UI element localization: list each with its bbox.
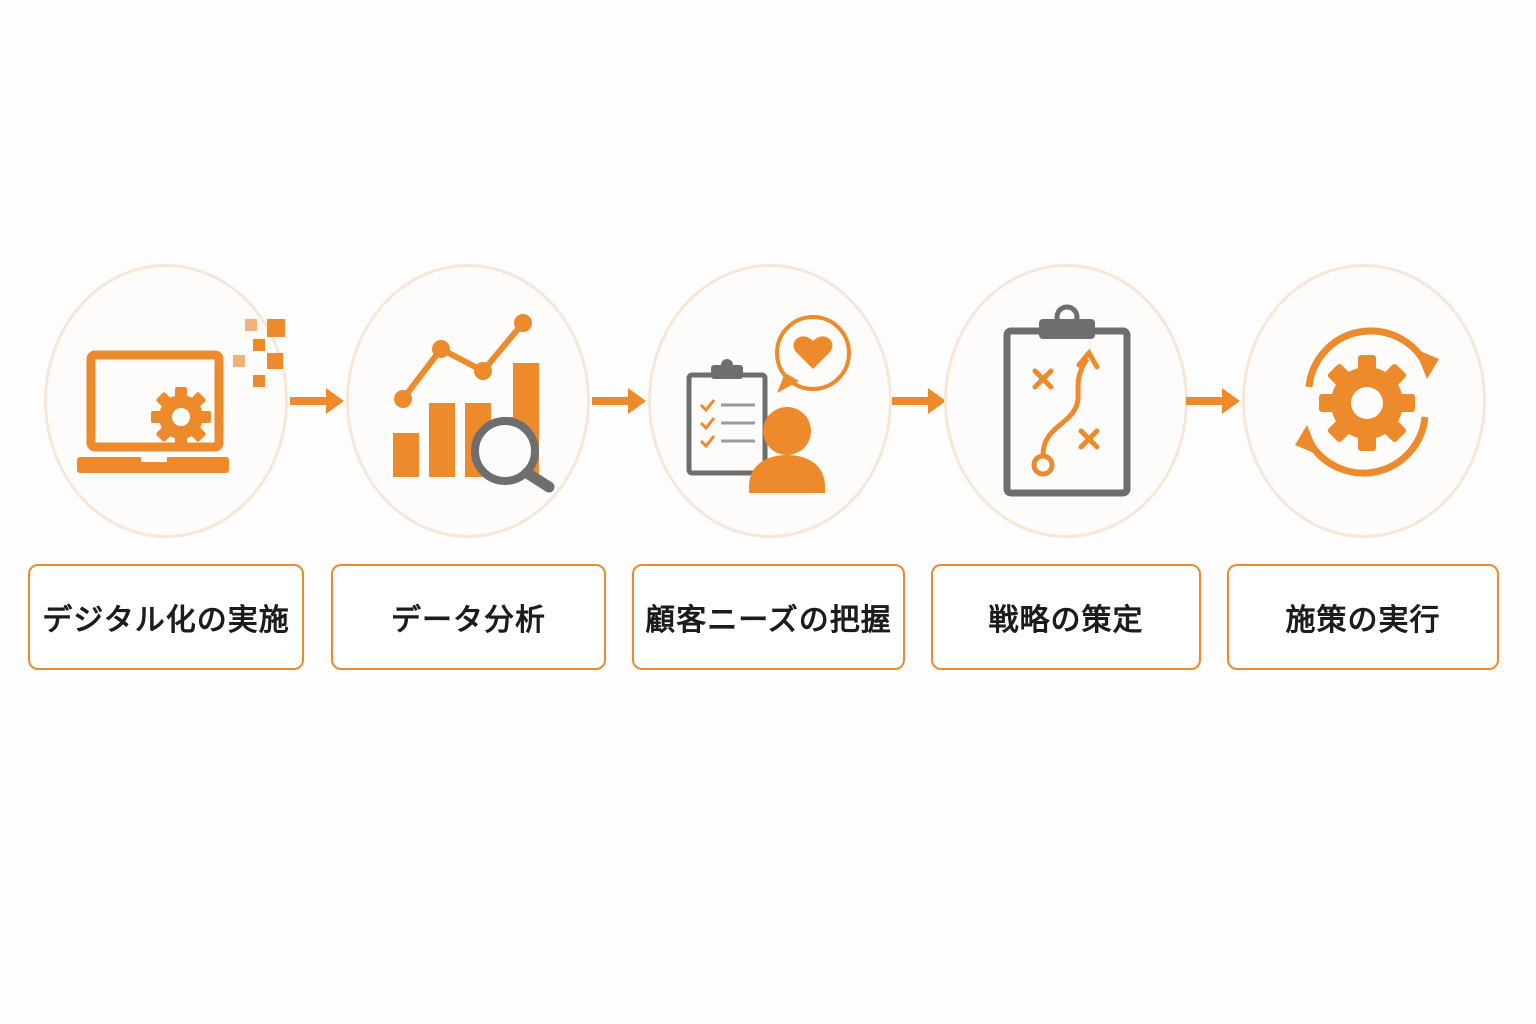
gear-cycle-icon — [1295, 327, 1439, 477]
step-3-label: 顧客ニーズの把握 — [645, 603, 892, 638]
step-5-circle — [1242, 264, 1486, 538]
step-3-circle — [648, 264, 892, 538]
step-2-label-box: データ分析 — [331, 564, 606, 670]
strategy-clipboard-icon — [1003, 304, 1131, 497]
step-1-circle — [44, 264, 288, 538]
step-1-label-box: デジタル化の実施 — [28, 564, 304, 670]
customer-clipboard-heart-icon — [686, 315, 851, 493]
step-4-label: 戦略の策定 — [988, 603, 1144, 638]
step-2-circle — [346, 264, 590, 538]
arrow-4-icon — [1186, 388, 1240, 414]
step-3-label-box: 顧客ニーズの把握 — [632, 564, 905, 670]
arrow-1-icon — [290, 388, 344, 414]
step-2-label: データ分析 — [391, 603, 546, 638]
arrow-2-icon — [592, 388, 646, 414]
arrow-3-icon — [892, 388, 946, 414]
step-4-circle — [944, 264, 1188, 538]
step-1-label: デジタル化の実施 — [42, 603, 290, 638]
step-5-label: 施策の実行 — [1285, 603, 1441, 638]
laptop-gear-icon — [77, 319, 285, 473]
step-5-label-box: 施策の実行 — [1227, 564, 1499, 670]
chart-magnifier-icon — [393, 314, 555, 493]
step-4-label-box: 戦略の策定 — [931, 564, 1201, 670]
